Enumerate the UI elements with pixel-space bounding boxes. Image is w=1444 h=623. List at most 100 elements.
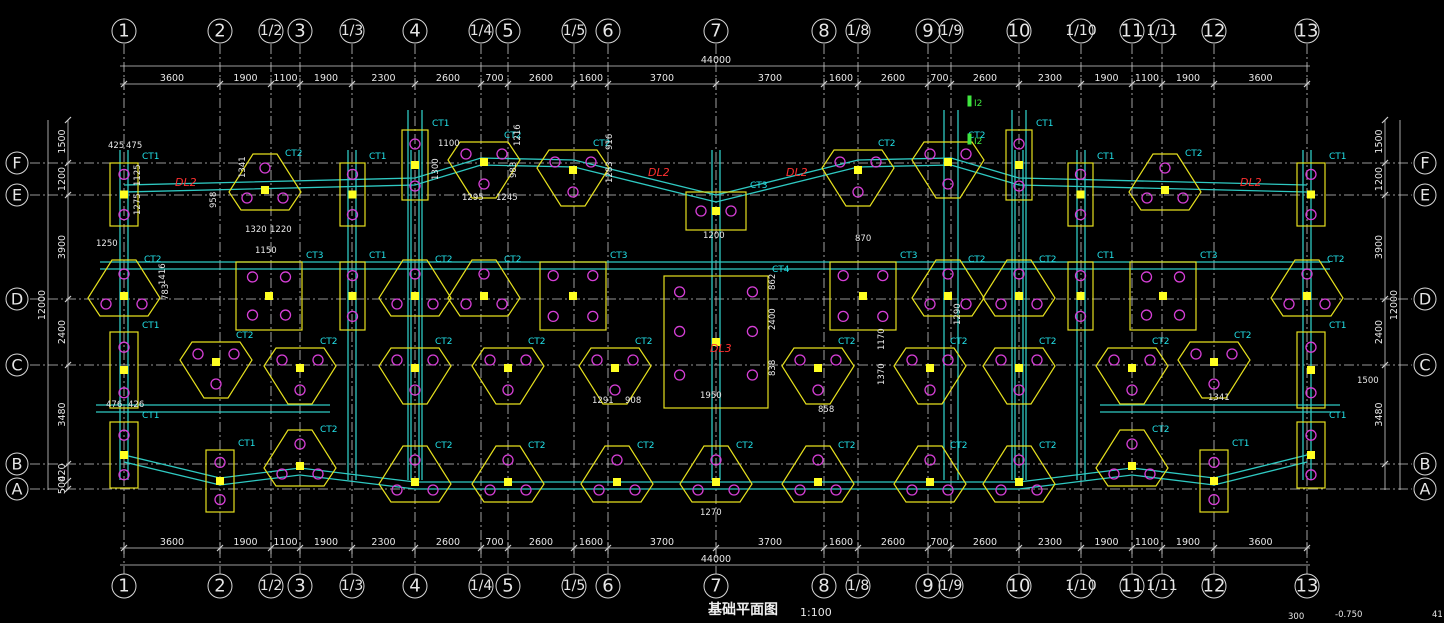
- cap-ct2-19: [893, 347, 967, 405]
- cap-ct2-30-label: CT2: [1039, 441, 1057, 451]
- axis-bubble-1-10: [1068, 573, 1094, 599]
- axis-bubble-1-9: [938, 18, 964, 44]
- cap-ct2-3-pile: [549, 156, 561, 168]
- axis-label-1-5: 1/5: [563, 578, 586, 594]
- cap-ct2-24-label: CT2: [435, 441, 453, 451]
- axis-bubble-F: [5, 151, 29, 175]
- axis-label-1-8: 1/8: [847, 23, 870, 39]
- cap-ct2-3-pile: [585, 156, 597, 168]
- section-marker-2: [967, 133, 972, 145]
- axis-label-F: F: [12, 154, 21, 173]
- cap-ct2-13-pile: [192, 348, 204, 360]
- cap-ct3-5-pile: [1140, 271, 1153, 283]
- cap-ct2-28-label: CT2: [838, 441, 856, 451]
- axis-bubble-B: [1413, 452, 1437, 476]
- cap-ct1-1-pile: [118, 168, 130, 180]
- cap-ct3-5-column: [1159, 292, 1167, 300]
- cap-ct2-15-column: [411, 364, 419, 372]
- top-dim-segment: 2600: [973, 73, 997, 84]
- cap-ct1-6: [1296, 162, 1326, 227]
- dimension-annotation-a22: 783: [161, 284, 171, 300]
- cap-ct2-21-pile: [1108, 354, 1120, 366]
- right-dim-tick: [1381, 361, 1389, 369]
- cap-ct1-4-pile: [1013, 138, 1025, 150]
- cap-ct2-9-pile: [460, 298, 472, 310]
- axis-bubble-A: [1413, 477, 1437, 501]
- cap-ct2-18-pile: [794, 354, 806, 366]
- cap-ct1-6-column: [1307, 190, 1315, 199]
- axis-bubble-A: [5, 477, 29, 501]
- cap-ct1-7-column: [348, 292, 357, 300]
- axis-bubble-1-8: [845, 573, 871, 599]
- axis-bubble-8: [811, 573, 837, 599]
- dimension-annotation-a15: 916: [605, 134, 615, 150]
- cap-ct2-23-label: CT2: [320, 425, 338, 435]
- dimension-annotation-a13: 1295: [462, 193, 484, 203]
- dimension-annotation-a8: 1220: [270, 225, 292, 235]
- cap-ct2-16-pile: [502, 384, 514, 396]
- axis-bubble-B: [5, 452, 29, 476]
- beam-label-2: DL2: [786, 166, 808, 179]
- cap-ct2-17: [578, 347, 652, 405]
- cap-ct3-5-pile: [1140, 309, 1153, 321]
- dimension-annotation-a7: 1320: [245, 225, 267, 235]
- cap-ct2-26: [580, 445, 654, 503]
- bottom-dim-segment: 2600: [529, 537, 553, 548]
- cap-ct1-11-label: CT1: [142, 411, 160, 421]
- axis-bubble-E: [5, 183, 29, 207]
- cap-ct2-7-label: CT2: [144, 255, 162, 265]
- dimension-annotation-a10: 1300: [431, 158, 441, 180]
- cap-ct3-2-pile: [246, 271, 259, 283]
- axis-label-9: 9: [922, 576, 933, 597]
- cap-ct2-1-column: [261, 186, 269, 194]
- cap-ct2-4-pile: [870, 156, 882, 168]
- cap-ct2-29-column: [926, 478, 934, 486]
- dimension-annotation-a37: 1341: [1208, 393, 1230, 403]
- axis-bubble-11: [1119, 18, 1145, 44]
- cap-ct2-25: [471, 445, 545, 503]
- cap-ct2-27-pile: [710, 454, 722, 466]
- cap-ct2-6-pile: [1141, 192, 1153, 204]
- cap-ct2-18-column: [814, 364, 822, 372]
- cap-ct2-15-pile: [427, 354, 439, 366]
- axis-label-1-11: 1/11: [1146, 578, 1177, 594]
- cap-ct1-8-pile: [1074, 310, 1087, 323]
- top-dim-segment: 2600: [436, 73, 460, 84]
- cap-ct1-9-label: CT1: [142, 321, 160, 331]
- axis-bubble-8: [811, 18, 837, 44]
- grid-axes: 11221/21/2331/31/3441/41/4551/51/5667788…: [5, 18, 1437, 599]
- left-dim-segment: 2400: [57, 320, 68, 344]
- cap-ct3-3-label: CT3: [610, 251, 628, 261]
- cap-ct2-17-pile: [609, 384, 621, 396]
- axis-bubble-10: [1006, 18, 1032, 44]
- cap-ct1-10-pile: [1305, 341, 1317, 353]
- cap-ct2-4-pile: [852, 186, 864, 198]
- cap-ct2-4-label: CT2: [878, 139, 896, 149]
- cap-ct2-12: [1270, 259, 1344, 317]
- cap-ct2-7: [87, 259, 161, 317]
- drawing-scale: 1:100: [800, 606, 832, 619]
- cap-ct2-12-pile: [1301, 268, 1313, 280]
- corner-text-1: 300: [1288, 612, 1304, 619]
- axis-bubble-1-2: [258, 18, 284, 44]
- cap-ct3-4-pile: [837, 310, 849, 323]
- bottom-dim-segment: 2600: [973, 537, 997, 548]
- axis-label-E: E: [1420, 186, 1430, 205]
- cap-ct2-2-label: CT2: [504, 131, 522, 141]
- cap-ct1-2: [339, 162, 366, 227]
- axis-bubble-1: [111, 573, 137, 599]
- top-dim-segment: 2300: [371, 73, 395, 84]
- axis-label-12: 12: [1203, 21, 1226, 42]
- cap-ct2-16-column: [504, 364, 512, 372]
- cap-ct1-12-label: CT1: [238, 439, 256, 449]
- cap-ct1-9-pile: [118, 387, 130, 399]
- cap-ct2-2-pile: [496, 148, 508, 160]
- cap-ct2-23-pile: [294, 438, 306, 450]
- cap-ct4-1-pile: [746, 286, 759, 298]
- dimension-annotation-a16: 1283: [605, 161, 615, 183]
- axis-label-11: 11: [1121, 576, 1144, 597]
- bottom-dim-segment: 1100: [273, 537, 297, 548]
- cap-ct2-26-pile: [593, 484, 605, 496]
